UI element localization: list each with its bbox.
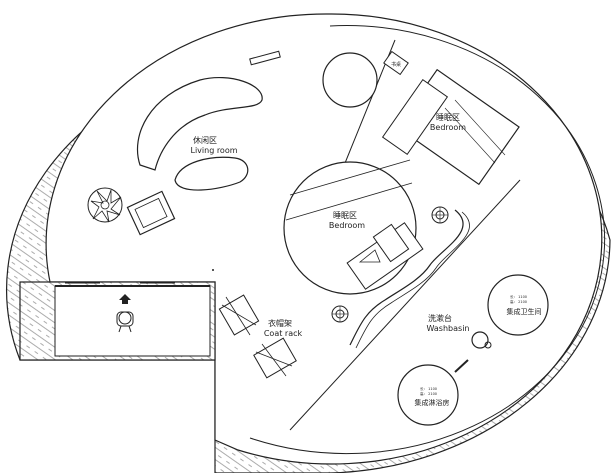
bathroom-spec: 长： 1100	[510, 294, 527, 299]
armchair	[126, 190, 176, 236]
wavy-partition	[349, 209, 464, 346]
bed	[346, 222, 424, 290]
integrated-shower: 长： 1100 高： 2100 集成淋浴房	[397, 364, 459, 426]
lamp-icon	[431, 206, 449, 224]
shower-spec: 高： 2100	[420, 391, 437, 396]
entrance-corridor	[19, 281, 216, 361]
plant-icon	[87, 187, 123, 223]
living-room-en-label: Living room	[190, 146, 237, 155]
integrated-shower-label: 集成淋浴房	[415, 398, 450, 407]
lamp-icon	[331, 305, 349, 323]
shower-spec: 长： 1100	[420, 386, 437, 391]
marker-dot	[212, 269, 214, 271]
upper-bedroom-cn-label: 睡眠区	[436, 113, 460, 122]
washbasin-en-label: Washbasin	[427, 324, 470, 333]
washbasin-icon	[454, 331, 492, 373]
washbasin-cn-label: 洗漱台	[428, 313, 452, 323]
bathroom-spec: 高： 2100	[510, 299, 527, 304]
coat-rack-en-label: Coat rack	[264, 329, 303, 338]
nightstand-label: 书桌	[391, 61, 401, 68]
living-room-cn-label: 休闲区	[193, 135, 217, 145]
person-icon	[116, 294, 134, 333]
center-bedroom-cn-label: 睡眠区	[333, 211, 357, 220]
center-bedroom-en-label: Bedroom	[329, 221, 365, 230]
round-table	[322, 52, 378, 108]
integrated-bathroom: 长： 1100 高： 2100 集成卫生间	[487, 274, 549, 336]
nightstand	[383, 50, 409, 76]
coat-rack-cn-label: 衣帽架	[268, 318, 292, 328]
coat-rack: 衣帽架 Coat rack	[218, 294, 303, 379]
upper-bedroom-en-label: Bedroom	[430, 123, 466, 132]
integrated-bathroom-label: 集成卫生间	[507, 307, 542, 316]
center-bedroom: 睡眠区 Bedroom	[283, 159, 424, 295]
upper-bedroom: 书桌 睡眠区 Bedroom	[381, 50, 520, 186]
living-room: 休闲区 Living room	[136, 76, 263, 191]
wall-shelf	[249, 50, 281, 66]
